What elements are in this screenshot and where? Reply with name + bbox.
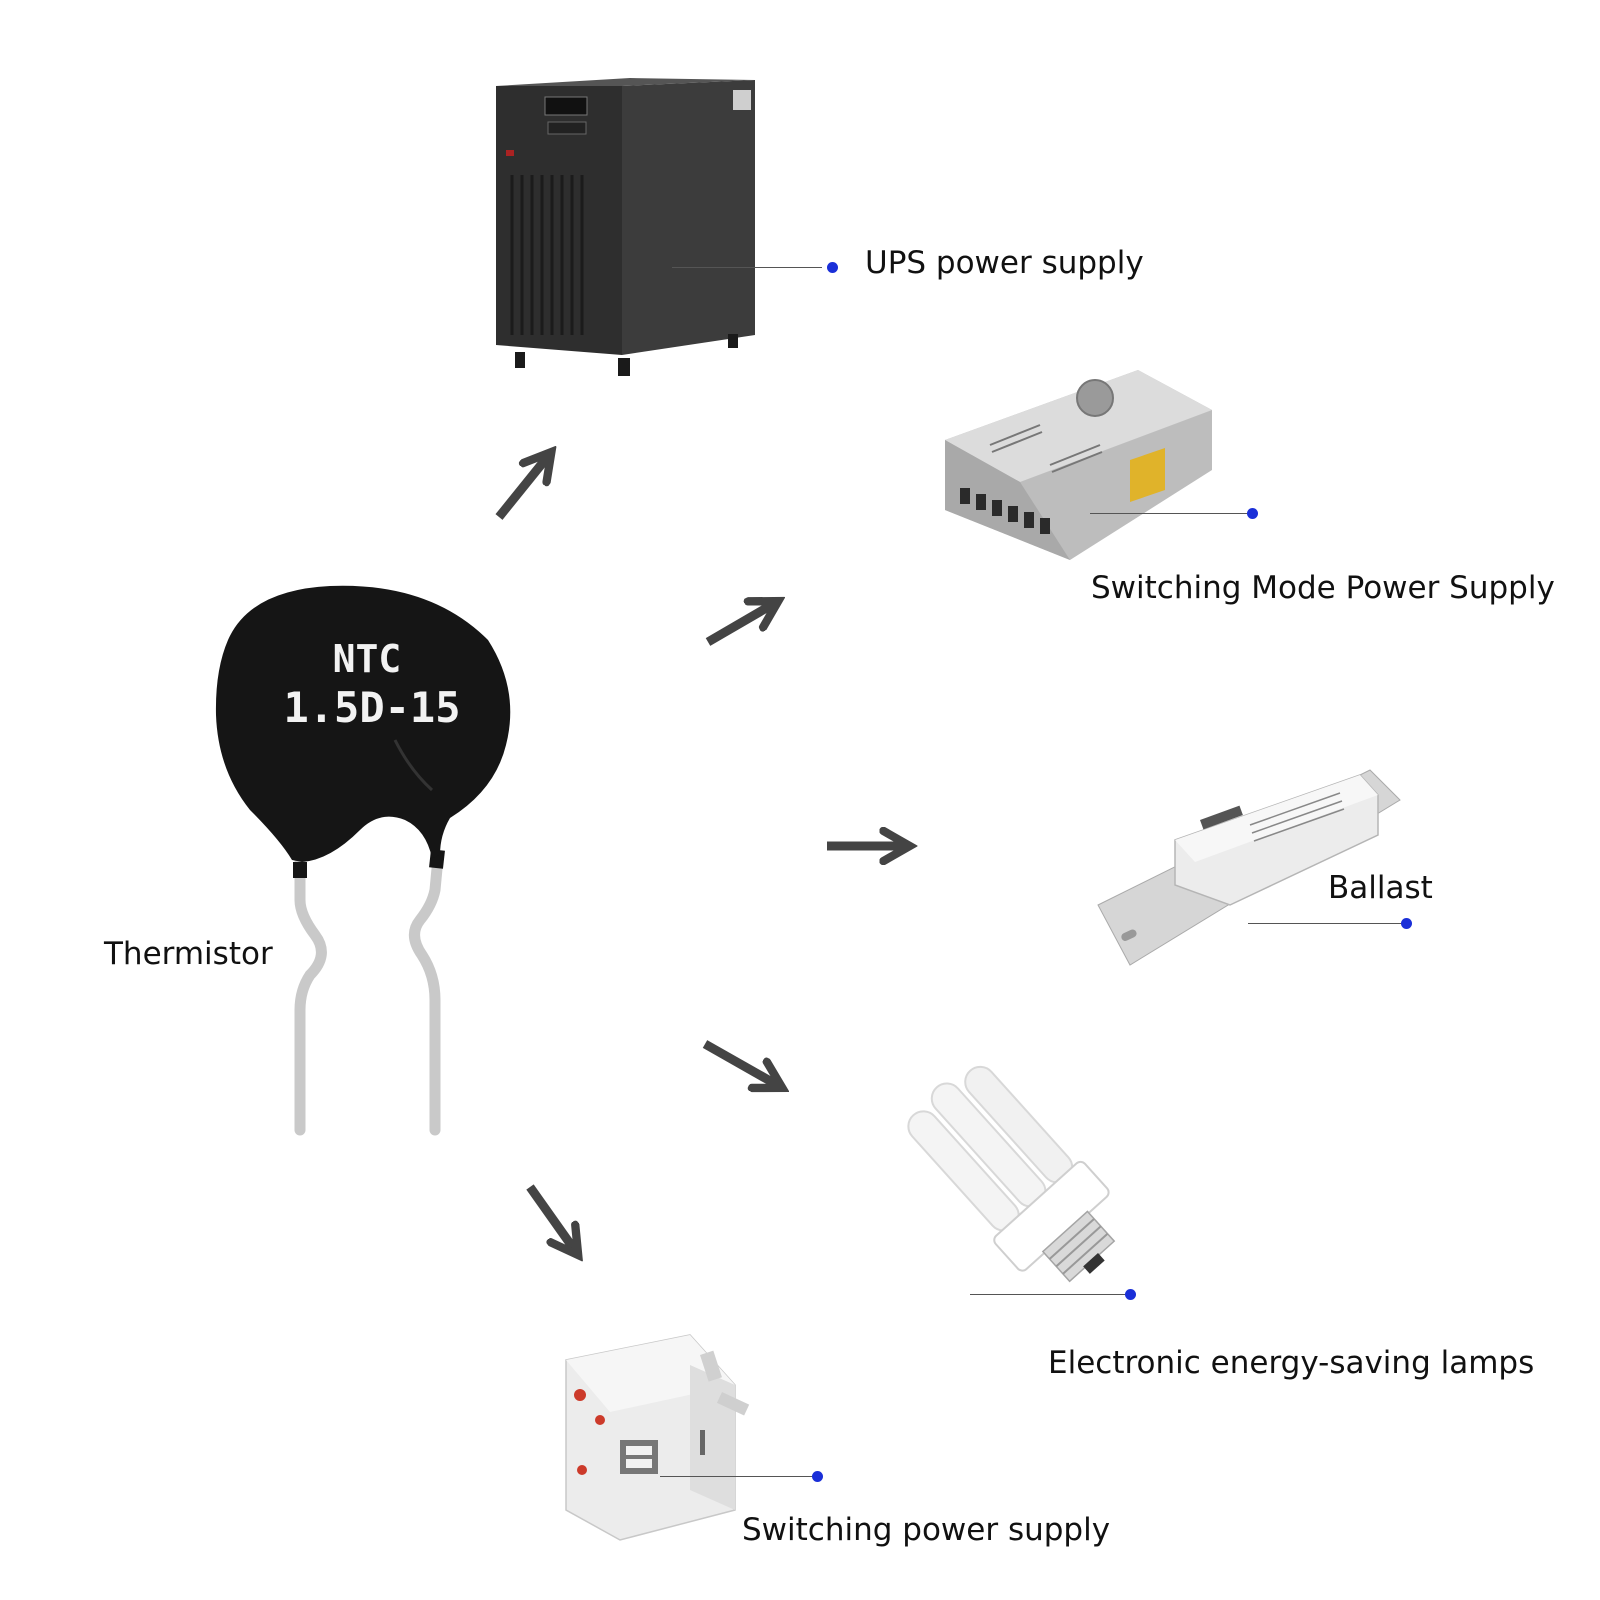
callout-dot-icon	[1247, 508, 1258, 519]
arrow-icon	[526, 1184, 576, 1252]
smps-leader-line	[1090, 513, 1248, 514]
callout-dot-icon	[827, 262, 838, 273]
thermistor-label: Thermistor	[104, 936, 273, 972]
lamp-leader-line	[970, 1294, 1126, 1295]
arrow-icon	[702, 1040, 779, 1086]
thermistor-body	[215, 585, 511, 862]
adapter-label: Switching power supply	[742, 1512, 1111, 1548]
callout-dot-icon	[1125, 1289, 1136, 1300]
lamp-label: Electronic energy-saving lamps	[1048, 1345, 1535, 1381]
thermistor-marking-line2: 1.5D-15	[283, 683, 460, 732]
adapter-leader-line	[660, 1476, 815, 1477]
ups-label: UPS power supply	[865, 245, 1144, 281]
ballast-label: Ballast	[1328, 870, 1433, 906]
callout-dot-icon	[1401, 918, 1412, 929]
ballast-leader-line	[1248, 923, 1408, 924]
arrow-icon	[495, 455, 549, 520]
callout-dot-icon	[812, 1471, 823, 1482]
thermistor-lead	[294, 856, 327, 1136]
arrow-icon	[705, 603, 775, 646]
thermistor-lead	[409, 852, 444, 1136]
ups-leader-line	[672, 267, 822, 268]
smps-label: Switching Mode Power Supply	[1091, 570, 1555, 606]
thermistor-marking-line1: NTC	[333, 637, 402, 681]
